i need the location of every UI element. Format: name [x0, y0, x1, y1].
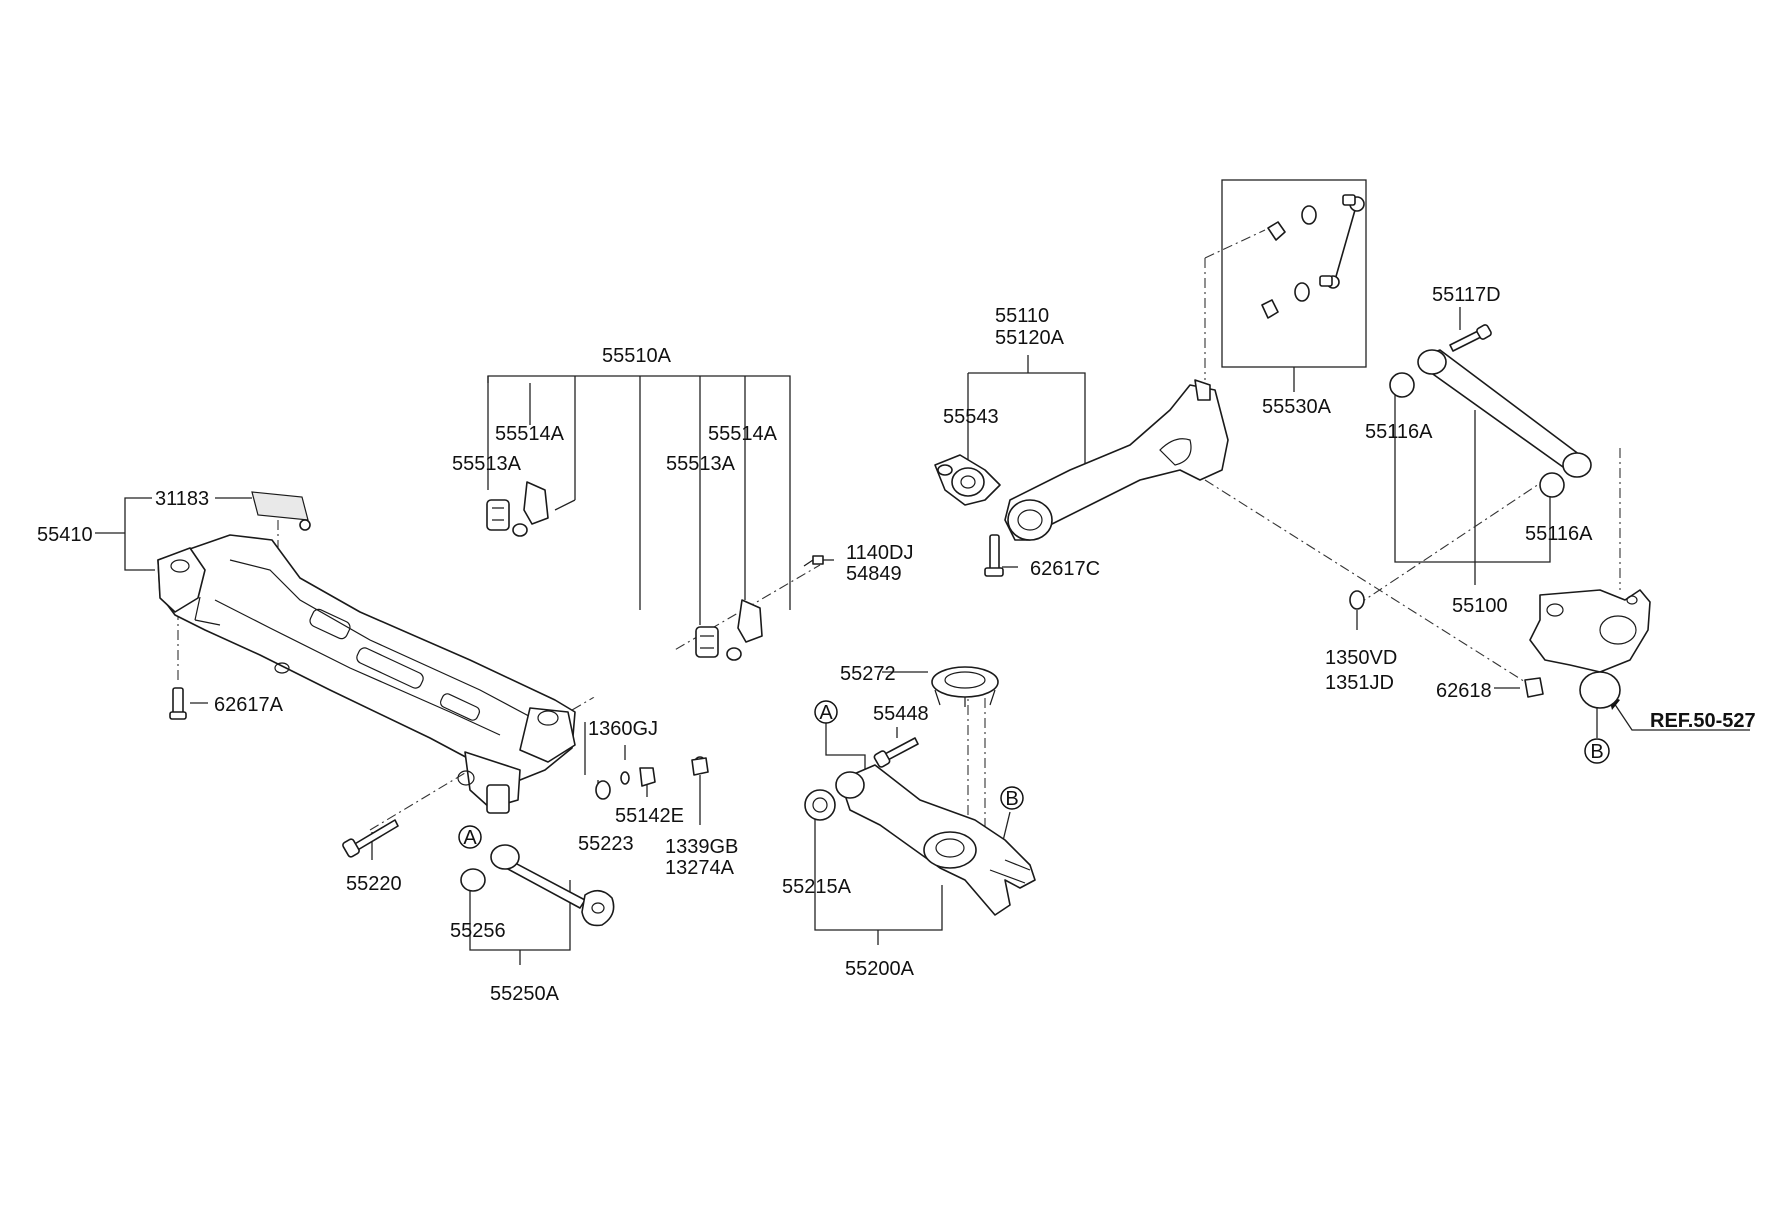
crossmember-subframe-part: [157, 534, 576, 814]
marker-b-knuckle: B: [1584, 738, 1610, 764]
assembly-lines: [177, 229, 1621, 835]
spring-pad-part: [931, 666, 999, 707]
label-55116A-bottom: 55116A: [1525, 523, 1593, 545]
label-55256: 55256: [450, 920, 506, 942]
label-13274A: 13274A: [665, 857, 735, 879]
label-55200A: 55200A: [845, 958, 915, 980]
rear-knuckle-part: [1529, 589, 1651, 709]
marker-a-upper-text: A: [819, 702, 833, 724]
label-55543: 55543: [943, 406, 999, 428]
label-55530A: 55530A: [1262, 396, 1332, 418]
fastener-hardware: [169, 324, 1544, 858]
marker-a-lower-text: A: [463, 827, 477, 849]
label-55116A-top: 55116A: [1365, 421, 1433, 443]
label-55250A: 55250A: [490, 983, 560, 1005]
label-55410: 55410: [37, 524, 93, 546]
label-55117D: 55117D: [1432, 284, 1501, 306]
label-55513A-right: 55513A: [666, 453, 736, 475]
label-1360GJ: 1360GJ: [588, 718, 658, 740]
label-55220: 55220: [346, 873, 402, 895]
label-55142E: 55142E: [615, 805, 684, 827]
label-55272: 55272: [840, 663, 896, 685]
reference-label: REF.50-527: [1650, 710, 1756, 732]
stabilizer-bar-part: [299, 505, 706, 768]
lower-control-arm-part: [804, 764, 1036, 916]
marker-a-lower: A: [458, 825, 482, 849]
label-62617C: 62617C: [1030, 558, 1100, 580]
part-labels: 55510A 55514A 55513A 55514A 55513A 31183…: [37, 284, 1756, 1005]
label-55514A-right: 55514A: [708, 423, 778, 445]
label-55510A: 55510A: [602, 345, 672, 367]
stabilizer-bushing-right-part: [695, 599, 763, 661]
marker-b-knuckle-text: B: [1590, 741, 1603, 763]
label-55223: 55223: [578, 833, 634, 855]
label-1339GB: 1339GB: [665, 836, 738, 858]
stabilizer-link-kit-part: [1261, 194, 1365, 319]
lateral-link-part: [460, 844, 615, 927]
label-55100: 55100: [1452, 595, 1508, 617]
label-1350VD: 1350VD: [1325, 647, 1397, 669]
trailing-arm-part: [1004, 379, 1229, 541]
label-55120A: 55120A: [995, 327, 1065, 349]
label-54849: 54849: [846, 563, 902, 585]
label-1351JD: 1351JD: [1325, 672, 1394, 694]
label-plate-part: [251, 491, 309, 521]
label-55215A: 55215A: [782, 876, 852, 898]
label-55514A-left: 55514A: [495, 423, 565, 445]
label-1140DJ: 1140DJ: [846, 542, 913, 564]
marker-b-arm-text: B: [1005, 788, 1018, 810]
label-55448: 55448: [873, 703, 929, 725]
upper-arm-part: [1389, 349, 1592, 498]
label-55513A-left: 55513A: [452, 453, 522, 475]
label-31183: 31183: [155, 488, 209, 510]
label-62617A: 62617A: [214, 694, 284, 716]
marker-a-upper: A: [814, 700, 838, 724]
marker-b-arm: B: [1000, 786, 1024, 810]
label-62618: 62618: [1436, 680, 1492, 702]
label-55110: 55110: [995, 305, 1049, 327]
leader-lines: [95, 179, 1750, 965]
trailing-arm-bushing-part: [934, 454, 1001, 506]
stabilizer-bushing-left-part: [486, 481, 549, 537]
